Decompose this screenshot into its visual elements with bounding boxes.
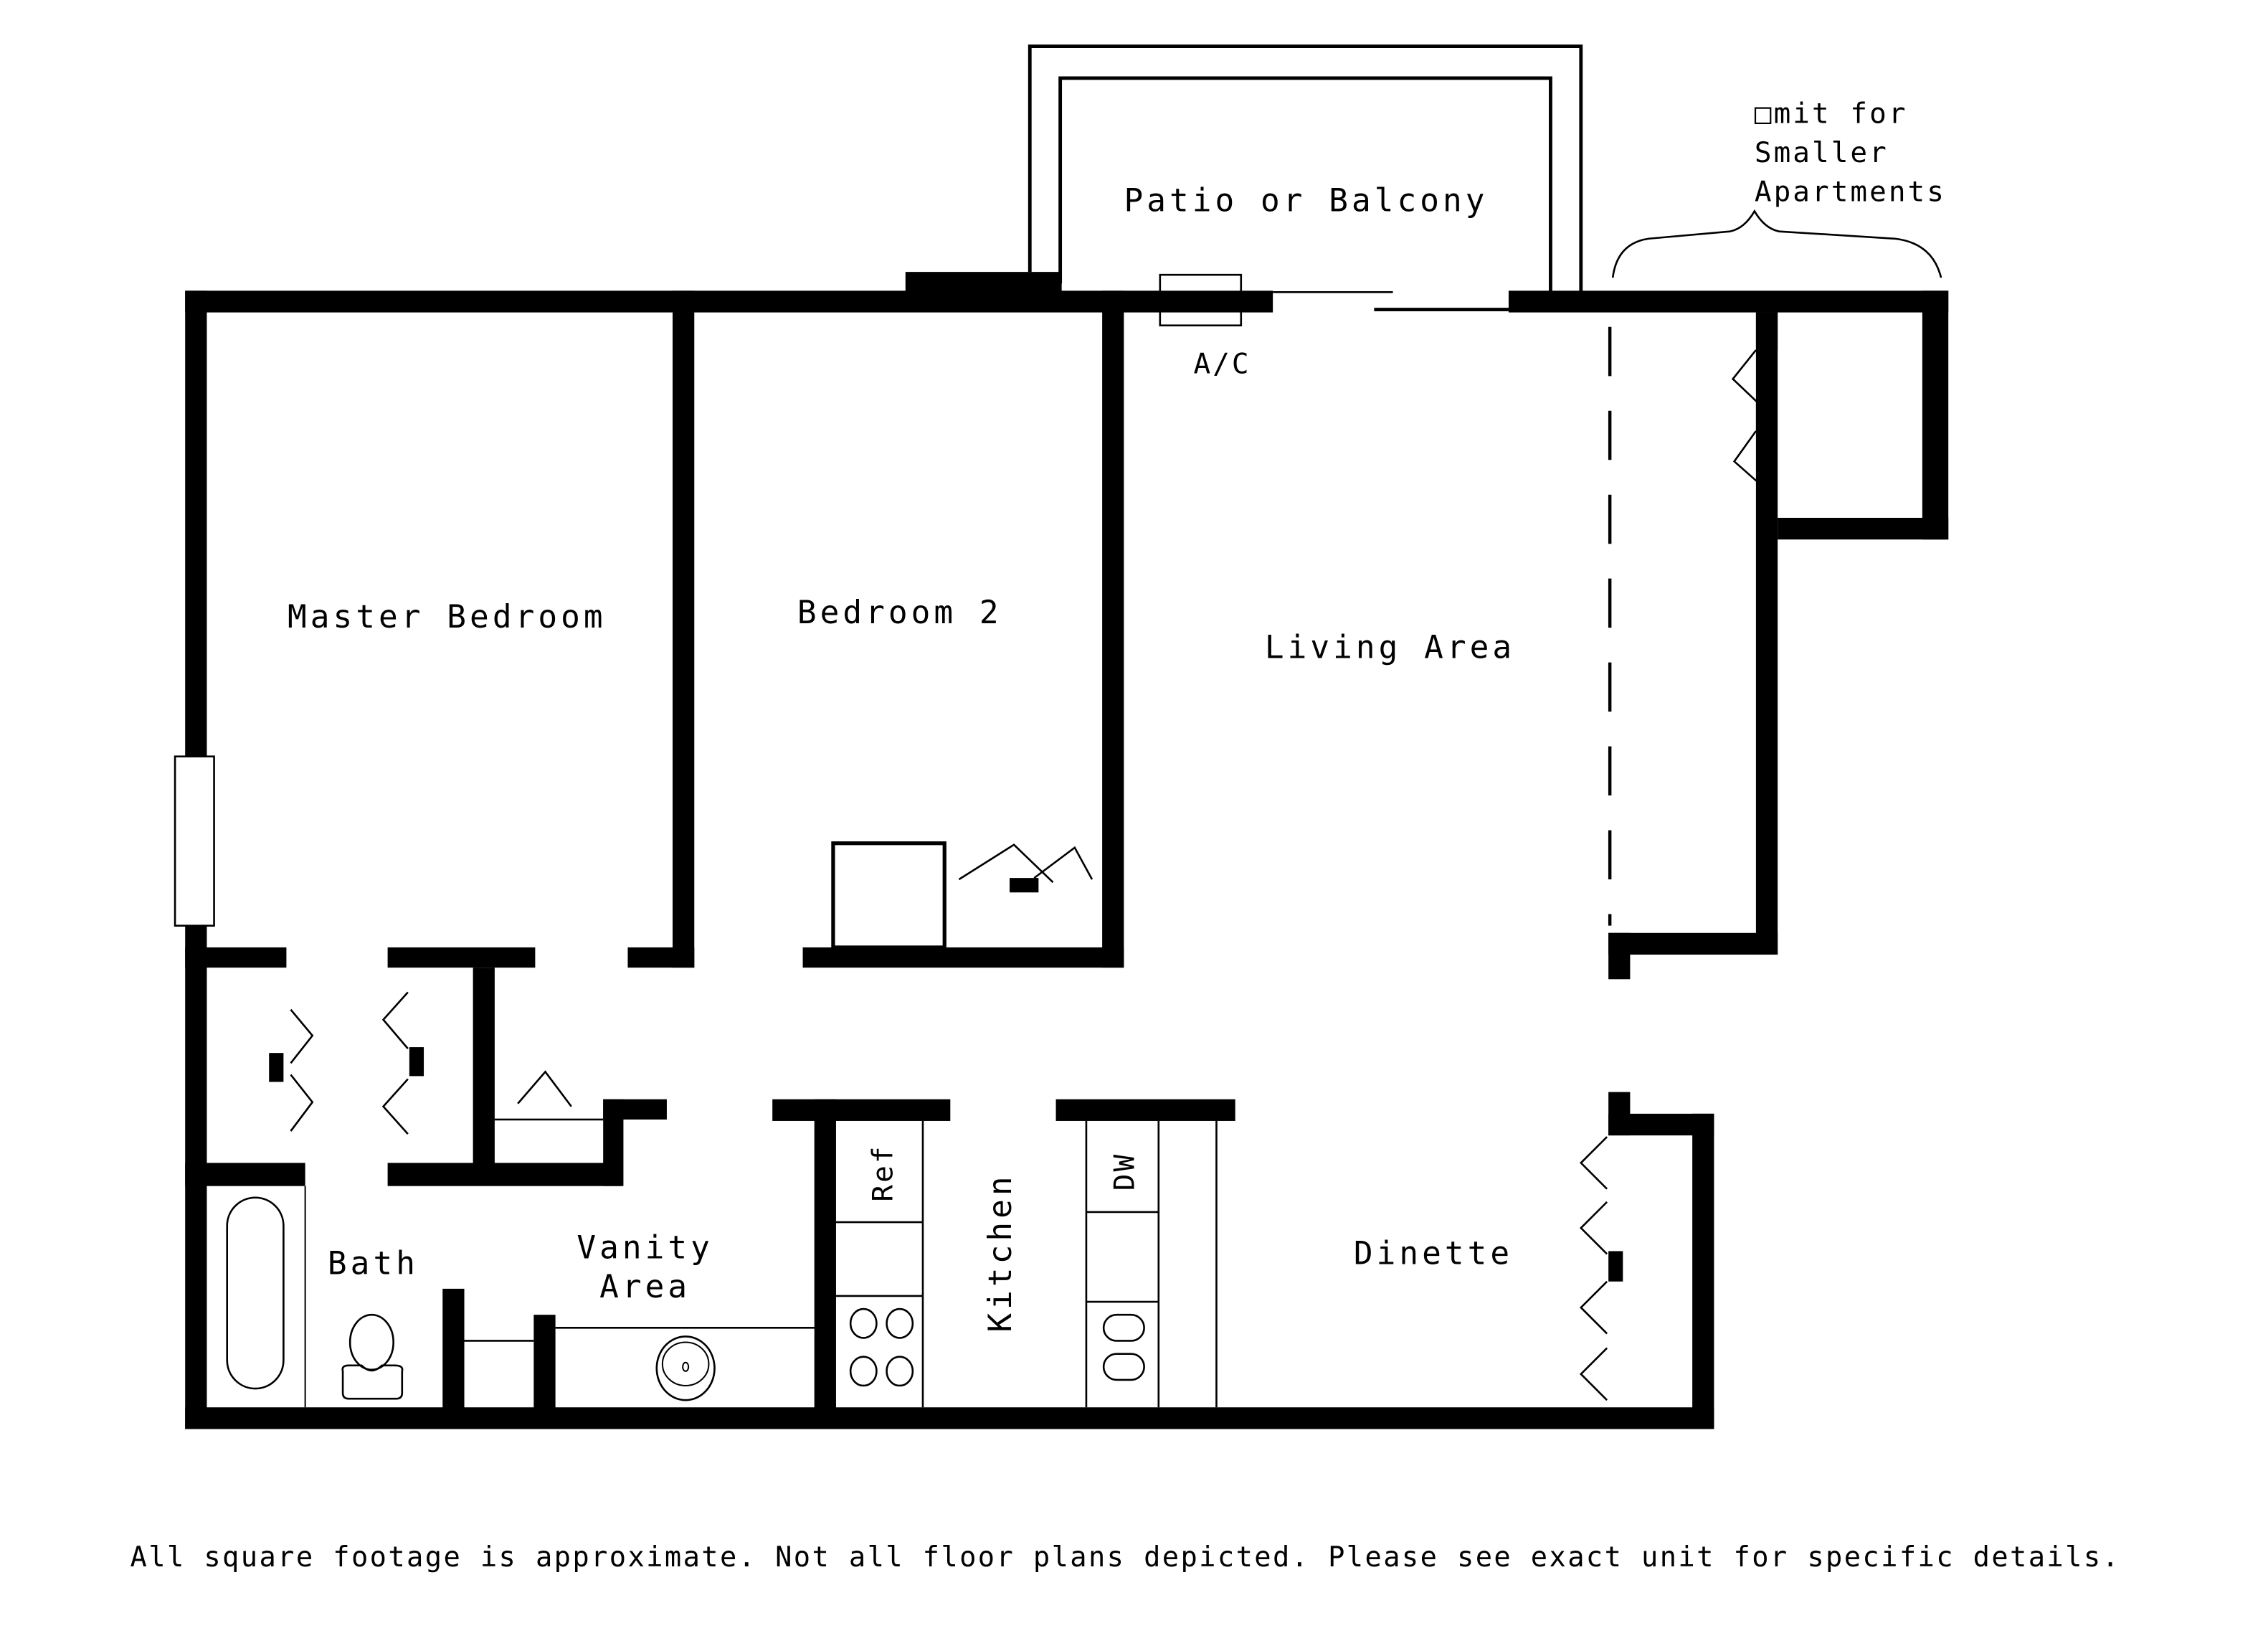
toilet-icon: [341, 1313, 404, 1400]
disclaimer-text: All square footage is approximate. Not a…: [131, 1541, 2121, 1574]
room-label-kitchen: Kitchen: [982, 1173, 1019, 1332]
kitchen-sink-icon: [1102, 1313, 1145, 1381]
room-label-living-area: Living Area: [1265, 630, 1515, 666]
bifold-door-icon: [1579, 1136, 1623, 1401]
bifold-door-icon: [381, 991, 424, 1135]
sink-icon: [655, 1335, 716, 1401]
bifold-door-icon: [269, 1008, 314, 1132]
room-label-vanity-line1: Vanity: [577, 1230, 713, 1267]
ac-unit-icon: [1159, 273, 1243, 327]
note-line-2: Smaller: [1755, 136, 1889, 169]
bifold-door-icon: [1731, 312, 1778, 484]
fixture-label-dw: DW: [1108, 1153, 1141, 1191]
kitchen-left-counter: [835, 1120, 924, 1408]
window-icon: [174, 755, 215, 927]
dresser-icon: [831, 841, 946, 950]
room-label-patio: Patio or Balcony: [1124, 182, 1489, 219]
room-label-bedroom-2: Bedroom 2: [797, 595, 1002, 631]
room-label-master-bedroom: Master Bedroom: [288, 599, 607, 635]
room-label-vanity-line2: Area: [599, 1269, 691, 1305]
fixture-label-ac: A/C: [1193, 347, 1251, 380]
patio-outline: [1028, 44, 1583, 293]
note-line-1: □mit for: [1755, 97, 1908, 130]
curly-brace-icon: [1611, 209, 1942, 278]
bifold-door-icon: [958, 843, 1093, 893]
walls: [185, 272, 1949, 1429]
linen-closet-door-icon: [494, 1070, 604, 1121]
room-label-dinette: Dinette: [1354, 1236, 1513, 1272]
stove-icon: [849, 1307, 914, 1387]
kitchen-right-counter: [1085, 1120, 1218, 1408]
note-line-3: Apartments: [1755, 175, 1946, 208]
bathtub-icon: [226, 1196, 285, 1390]
room-label-bath: Bath: [328, 1246, 419, 1282]
sliding-door: [1273, 291, 1509, 311]
fixture-label-ref: Ref: [867, 1144, 900, 1201]
